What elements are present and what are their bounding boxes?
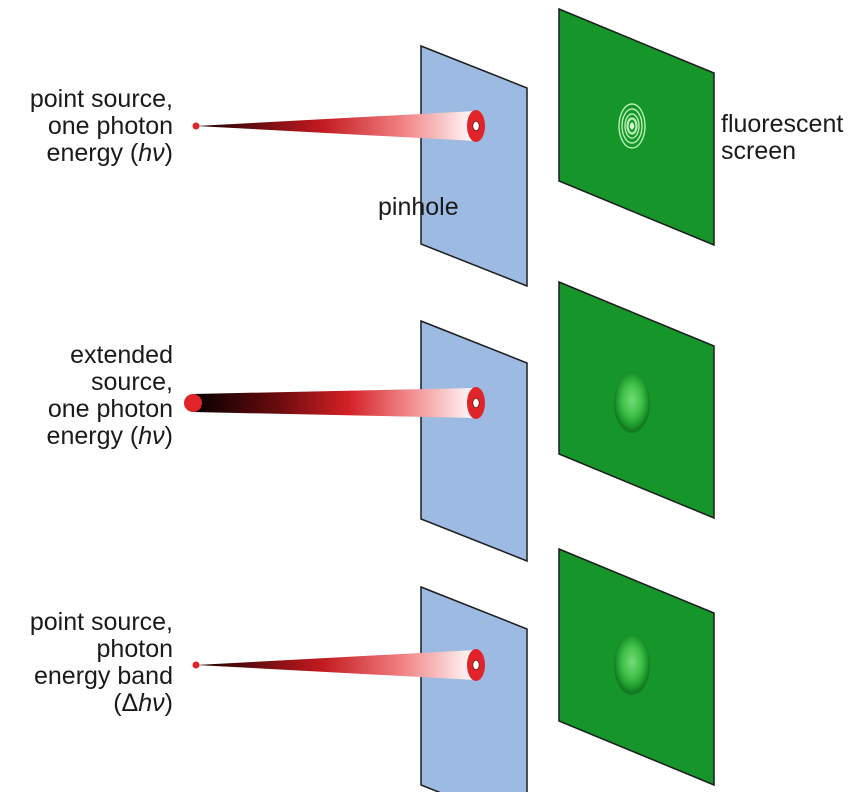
- row-2-pinhole-plate: [420, 319, 528, 563]
- row-2-photon-beam: [193, 388, 476, 418]
- row-3-group: [192, 547, 715, 792]
- row-1-group: [192, 7, 715, 288]
- row-1-diffraction-rings: [618, 103, 646, 149]
- row-1-ring-2: [621, 108, 643, 144]
- row-2-pinhole-hole: [472, 397, 480, 409]
- row-3-pinhole-hole: [472, 659, 480, 671]
- row-3-photon-beam: [196, 650, 476, 680]
- row-3-point-source: [192, 661, 200, 669]
- row-2-extended-source: [184, 394, 202, 412]
- row-3-blurred-spot: [614, 635, 650, 695]
- row-2-blurred-spot: [614, 373, 650, 433]
- row-1-source-label: point source, one photon energy (hν): [30, 86, 173, 167]
- row-1-ring-3: [624, 113, 640, 139]
- row-3-label-line-3: energy band: [33, 662, 173, 690]
- row-3-pinhole-plate: [420, 585, 528, 792]
- row-1-ring-1: [618, 103, 646, 149]
- row-2-label-line-3: one photon: [47, 395, 173, 423]
- row-2-source-label: extended source, one photon energy (hν): [47, 342, 173, 450]
- row-2-label-line-1: extended: [70, 341, 173, 369]
- row-1-pinhole-hole: [472, 120, 480, 132]
- row-2-label-line-4: energy (hν): [46, 422, 173, 450]
- row-1-central-spot: [629, 122, 635, 130]
- row-1-pinhole-plate: [420, 44, 528, 288]
- row-1-ring-4: [626, 117, 638, 135]
- row-3-source-label: point source, photon energy band (Δhν): [30, 609, 173, 717]
- row-2-group: [184, 280, 715, 563]
- row-1-point-source: [192, 122, 200, 130]
- row-1-label-line-2: one photon: [47, 112, 173, 140]
- row-2-label-line-2: source,: [91, 368, 173, 396]
- row-3-label-line-1: point source,: [29, 608, 173, 636]
- row-3-label-line-4: (Δhν): [113, 689, 173, 717]
- row-1-photon-beam: [196, 111, 476, 141]
- pinhole-label: pinhole: [378, 193, 459, 221]
- row-1-label-line-1: point source,: [29, 85, 173, 113]
- screen-label: fluorescent screen: [721, 110, 844, 165]
- row-1-label-line-3: energy (hν): [46, 139, 173, 167]
- row-3-label-line-2: photon: [96, 635, 173, 663]
